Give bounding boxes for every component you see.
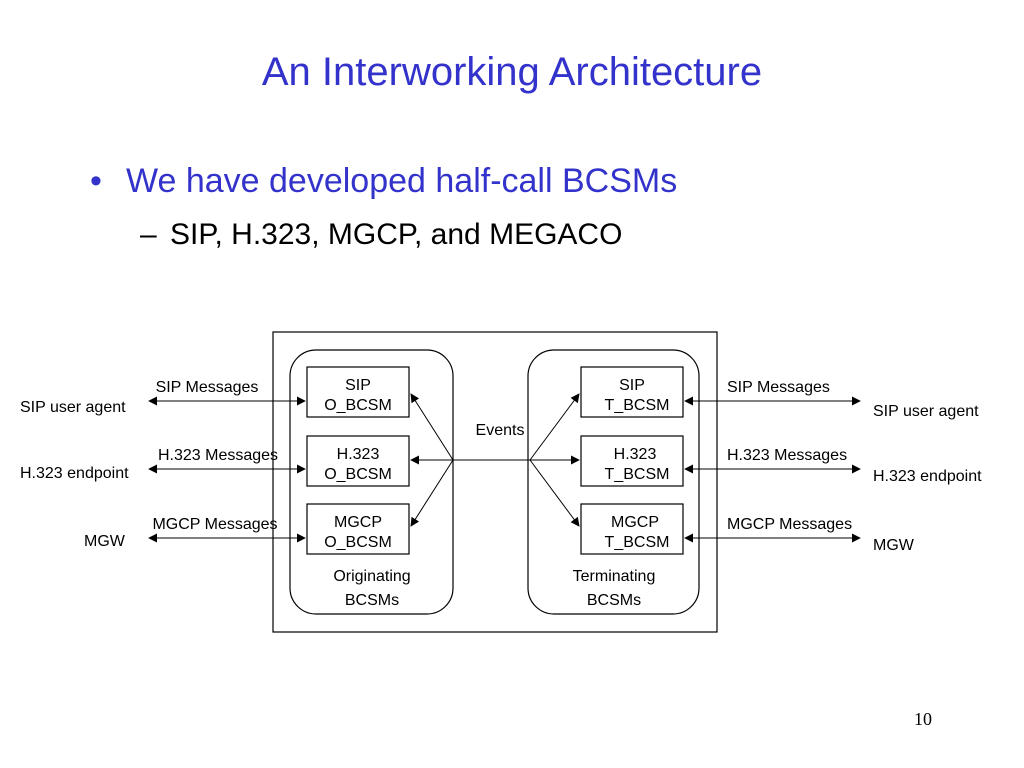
box-label-line2: T_BCSM — [605, 397, 670, 414]
box-label-line1: SIP — [619, 377, 645, 394]
terminating-group-label-line1: Terminating — [573, 568, 656, 585]
right-mgw-label: MGW — [873, 537, 915, 554]
event-arrow-sip-o — [410, 393, 454, 461]
left-mgw-label: MGW — [84, 533, 126, 550]
box-label-line1: MGCP — [611, 514, 659, 531]
box-label-line1: SIP — [345, 377, 371, 394]
bullet-item: • We have developed half-call BCSMs — [90, 162, 677, 201]
left-sip-user-agent-label: SIP user agent — [20, 399, 126, 416]
left-mgcp-messages-label: MGCP Messages — [152, 516, 277, 533]
sub-bullet-marker: – — [140, 218, 157, 251]
box-label-line2: T_BCSM — [605, 534, 670, 551]
events-label: Events — [476, 422, 525, 439]
right-h323-messages-label: H.323 Messages — [727, 447, 847, 464]
left-h323-messages-label: H.323 Messages — [158, 447, 278, 464]
left-sip-messages-label: SIP Messages — [156, 379, 259, 396]
right-h323-endpoint-label: H.323 endpoint — [873, 468, 982, 485]
terminating-group-label-line2: BCSMs — [587, 592, 641, 609]
architecture-frame — [272, 331, 718, 633]
bullet-marker: • — [90, 162, 102, 200]
right-sip-user-agent-label: SIP user agent — [873, 403, 979, 420]
left-h323-endpoint-label: H.323 endpoint — [20, 465, 129, 482]
sub-bullet-item: –SIP, H.323, MGCP, and MEGACO — [140, 218, 622, 252]
right-sip-messages-label: SIP Messages — [727, 379, 830, 396]
event-arrow-mgcp-t — [529, 459, 580, 527]
mgcp-o-bcsm-box: MGCP O_BCSM — [306, 503, 410, 555]
originating-group — [289, 349, 454, 615]
mgcp-t-bcsm-box: MGCP T_BCSM — [580, 503, 684, 555]
h323-t-bcsm-box: H.323 T_BCSM — [580, 435, 684, 487]
slide-title: An Interworking Architecture — [261, 50, 763, 94]
originating-group-label-line2: BCSMs — [345, 592, 399, 609]
page-number: 10 — [914, 709, 932, 729]
box-label-line2: O_BCSM — [324, 466, 392, 483]
box-label-line1: MGCP — [334, 514, 382, 531]
box-label-line2: O_BCSM — [324, 397, 392, 414]
sip-o-bcsm-box: SIP O_BCSM — [306, 366, 410, 418]
box-label-line1: H.323 — [337, 446, 380, 463]
event-arrow-mgcp-o — [410, 459, 454, 527]
terminating-group — [527, 349, 700, 615]
event-arrow-sip-t — [529, 393, 580, 461]
right-mgcp-messages-label: MGCP Messages — [727, 516, 852, 533]
bullet-text: We have developed half-call BCSMs — [126, 162, 678, 200]
box-label-line2: O_BCSM — [324, 534, 392, 551]
originating-group-label-line1: Originating — [333, 568, 410, 585]
sub-bullet-text: SIP, H.323, MGCP, and MEGACO — [170, 218, 623, 251]
box-label-line2: T_BCSM — [605, 466, 670, 483]
box-label-line1: H.323 — [614, 446, 657, 463]
h323-o-bcsm-box: H.323 O_BCSM — [306, 435, 410, 487]
sip-t-bcsm-box: SIP T_BCSM — [580, 366, 684, 418]
